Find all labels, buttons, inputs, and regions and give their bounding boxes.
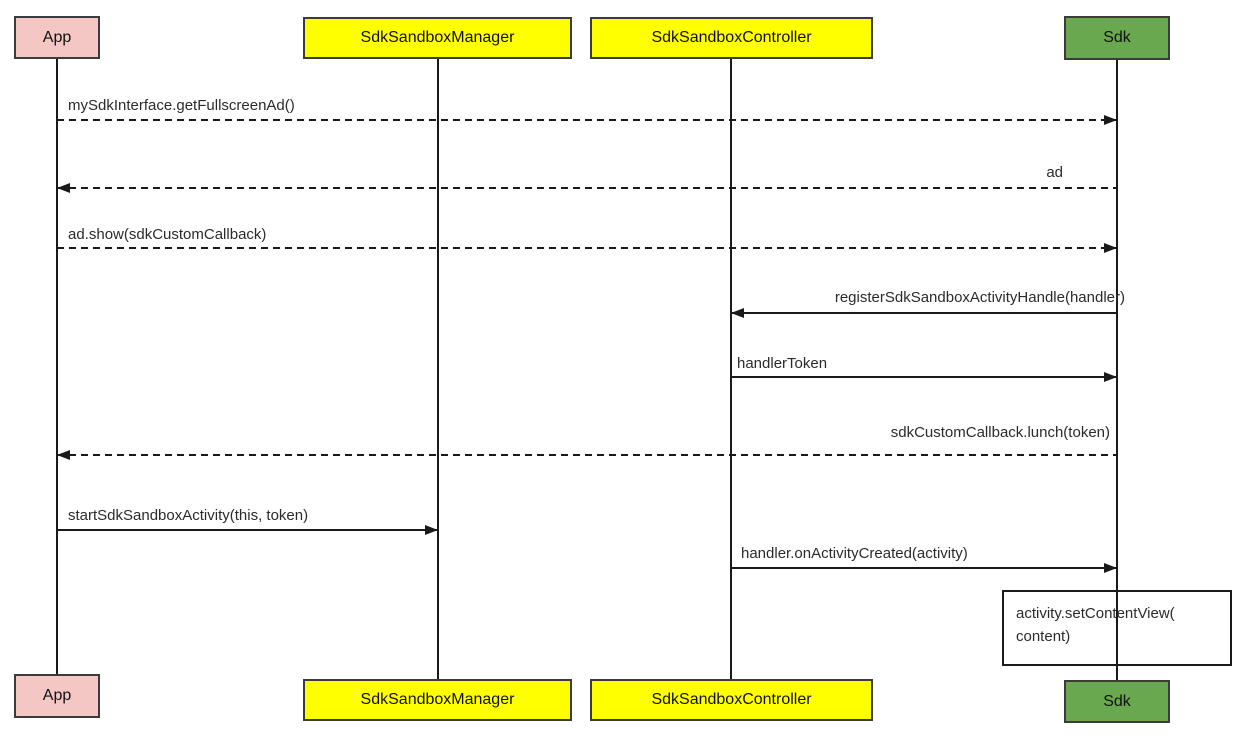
lifeline-sdksandboxcontroller bbox=[730, 59, 732, 679]
message-line bbox=[57, 247, 1117, 249]
message-label: ad.show(sdkCustomCallback) bbox=[68, 226, 267, 243]
arrow-head-icon bbox=[1104, 115, 1117, 125]
message-line bbox=[57, 454, 1117, 456]
message-label: mySdkInterface.getFullscreenAd() bbox=[68, 97, 295, 114]
actor-box-sdksandboxmanager-top: SdkSandboxManager bbox=[303, 17, 572, 59]
message-line bbox=[57, 187, 1117, 189]
actor-label: Sdk bbox=[1103, 692, 1131, 710]
actor-label: App bbox=[42, 687, 72, 704]
message-line bbox=[731, 567, 1117, 569]
arrow-head-icon bbox=[425, 525, 438, 535]
message-label: registerSdkSandboxActivityHandle(handler… bbox=[834, 289, 1125, 306]
arrow-head-icon bbox=[1104, 243, 1117, 253]
arrow-head-icon bbox=[731, 308, 744, 318]
actor-box-app-top: App bbox=[14, 16, 100, 59]
actor-box-sdksandboxmanager-bottom: SdkSandboxManager bbox=[303, 679, 572, 721]
actor-box-app-bottom: App bbox=[14, 674, 100, 718]
actor-label: SdkSandboxManager bbox=[360, 29, 515, 46]
actor-box-sdk-top: Sdk bbox=[1064, 16, 1170, 60]
lifeline-sdk bbox=[1116, 60, 1118, 680]
actor-label: SdkSandboxController bbox=[651, 691, 812, 708]
message-label: handler.onActivityCreated(activity) bbox=[741, 545, 968, 562]
lifeline-sdksandboxmanager bbox=[437, 59, 439, 679]
message-label: handlerToken bbox=[737, 355, 828, 372]
actor-label: Sdk bbox=[1103, 29, 1131, 46]
lifeline-app bbox=[56, 59, 58, 674]
message-line bbox=[731, 376, 1117, 378]
message-line bbox=[57, 119, 1117, 121]
message-label: ad bbox=[1046, 164, 1063, 181]
arrow-head-icon bbox=[1104, 372, 1117, 382]
arrow-head-icon bbox=[57, 183, 70, 193]
actor-box-sdksandboxcontroller-top: SdkSandboxController bbox=[590, 17, 873, 59]
actor-box-sdk-bottom: Sdk bbox=[1064, 680, 1170, 723]
arrow-head-icon bbox=[1104, 563, 1117, 573]
message-line bbox=[731, 312, 1117, 314]
arrow-head-icon bbox=[57, 450, 70, 460]
actor-label: SdkSandboxManager bbox=[360, 691, 515, 708]
actor-label: App bbox=[42, 28, 72, 46]
actor-box-sdksandboxcontroller-bottom: SdkSandboxController bbox=[590, 679, 873, 721]
message-line bbox=[57, 529, 438, 531]
message-label: startSdkSandboxActivity(this, token) bbox=[68, 507, 309, 524]
actor-label: SdkSandboxController bbox=[651, 29, 812, 46]
message-label: sdkCustomCallback.lunch(token) bbox=[890, 424, 1110, 441]
